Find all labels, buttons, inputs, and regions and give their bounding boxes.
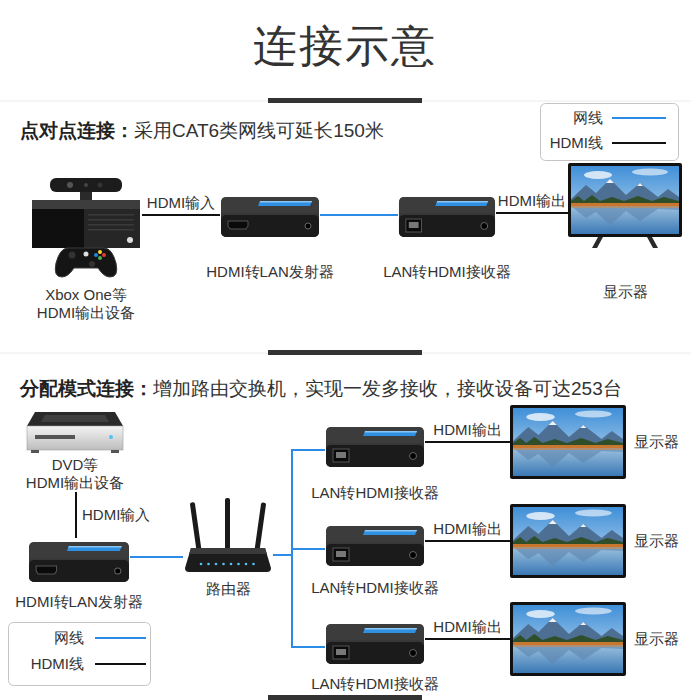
edge-label: HDMI输入: [147, 194, 215, 212]
router: 路由器: [183, 498, 273, 576]
edge-label: HDMI输出: [433, 421, 501, 439]
legend-text: 网线: [54, 629, 84, 647]
device-caption: LAN转HDMI接收器: [311, 484, 439, 502]
tx-picture: [220, 193, 320, 239]
tv-picture: [568, 163, 682, 249]
legend-sample-line: [612, 117, 666, 119]
section-heading: 增加路由交换机，实现一发多接收，接收设备可达253台: [153, 377, 622, 401]
connector: [142, 214, 220, 216]
legend-text: HDMI线: [31, 655, 84, 673]
edge-label: HDMI输出: [433, 618, 501, 636]
receiver: LAN转HDMI接收器: [398, 193, 496, 239]
section-heading: 采用CAT6类网线可延长150米: [134, 119, 384, 143]
display: 显示器: [510, 602, 626, 676]
legend-box: [9, 623, 151, 686]
legend-box: [541, 104, 679, 161]
rx-picture: [325, 423, 425, 469]
device-caption: 显示器: [634, 532, 679, 550]
rx-picture: [325, 522, 425, 568]
tx-picture: [28, 538, 130, 584]
display: 显示器: [568, 163, 682, 249]
connector: [496, 212, 568, 214]
router-picture: [183, 498, 273, 576]
xbox-picture: [30, 178, 142, 278]
connector: [425, 638, 510, 640]
device-caption: 显示器: [603, 283, 648, 301]
tv-picture: [510, 405, 626, 479]
device-caption: LAN转HDMI接收器: [311, 579, 439, 597]
divider-bar: [268, 350, 422, 355]
device-caption: HDMI转LAN发射器: [15, 593, 143, 611]
connector: [425, 540, 510, 542]
receiver: LAN转HDMI接收器: [325, 423, 425, 469]
display: 显示器: [510, 504, 626, 578]
display: 显示器: [510, 405, 626, 479]
transmitter: HDMI转LAN发射器: [220, 193, 320, 239]
legend-sample-line: [95, 663, 146, 665]
divider-bar: [268, 98, 422, 103]
legend-sample-line: [612, 142, 666, 144]
tv-picture: [510, 504, 626, 578]
divider-bar: [268, 695, 422, 700]
section-heading: 分配模式连接：: [20, 377, 153, 401]
device-caption: Xbox One等 HDMI输出设备: [23, 286, 149, 322]
device-caption: LAN转HDMI接收器: [383, 263, 511, 281]
device-caption: HDMI转LAN发射器: [206, 263, 334, 281]
source-device: Xbox One等 HDMI输出设备: [30, 178, 142, 278]
device-caption: LAN转HDMI接收器: [311, 675, 439, 693]
connector: [425, 441, 510, 443]
connector: [75, 492, 77, 538]
device-caption: DVD等 HDMI输出设备: [15, 454, 135, 492]
receiver: LAN转HDMI接收器: [325, 620, 425, 666]
legend-text: 网线: [573, 109, 603, 127]
connector: [320, 214, 398, 216]
section-heading: 点对点连接：: [20, 119, 134, 143]
legend-text: HDMI线: [550, 134, 603, 152]
rx-picture: [398, 193, 496, 239]
source-device: DVD等 HDMI输出设备: [15, 410, 135, 492]
tv-picture: [510, 602, 626, 676]
edge-label: HDMI输入: [82, 506, 150, 524]
legend-sample-line: [95, 637, 146, 639]
rx-picture: [325, 620, 425, 666]
connector: [273, 450, 325, 555]
receiver: LAN转HDMI接收器: [325, 522, 425, 568]
edge-label: HDMI输出: [498, 192, 566, 210]
edge-label: HDMI输出: [433, 520, 501, 538]
dvd-picture: [25, 410, 125, 454]
device-caption: 路由器: [206, 580, 251, 598]
connector: [130, 556, 183, 558]
device-caption: 显示器: [634, 433, 679, 451]
page-title: 连接示意: [253, 20, 437, 72]
transmitter: HDMI转LAN发射器: [28, 538, 130, 584]
connector: [273, 555, 325, 647]
device-caption: 显示器: [634, 630, 679, 648]
